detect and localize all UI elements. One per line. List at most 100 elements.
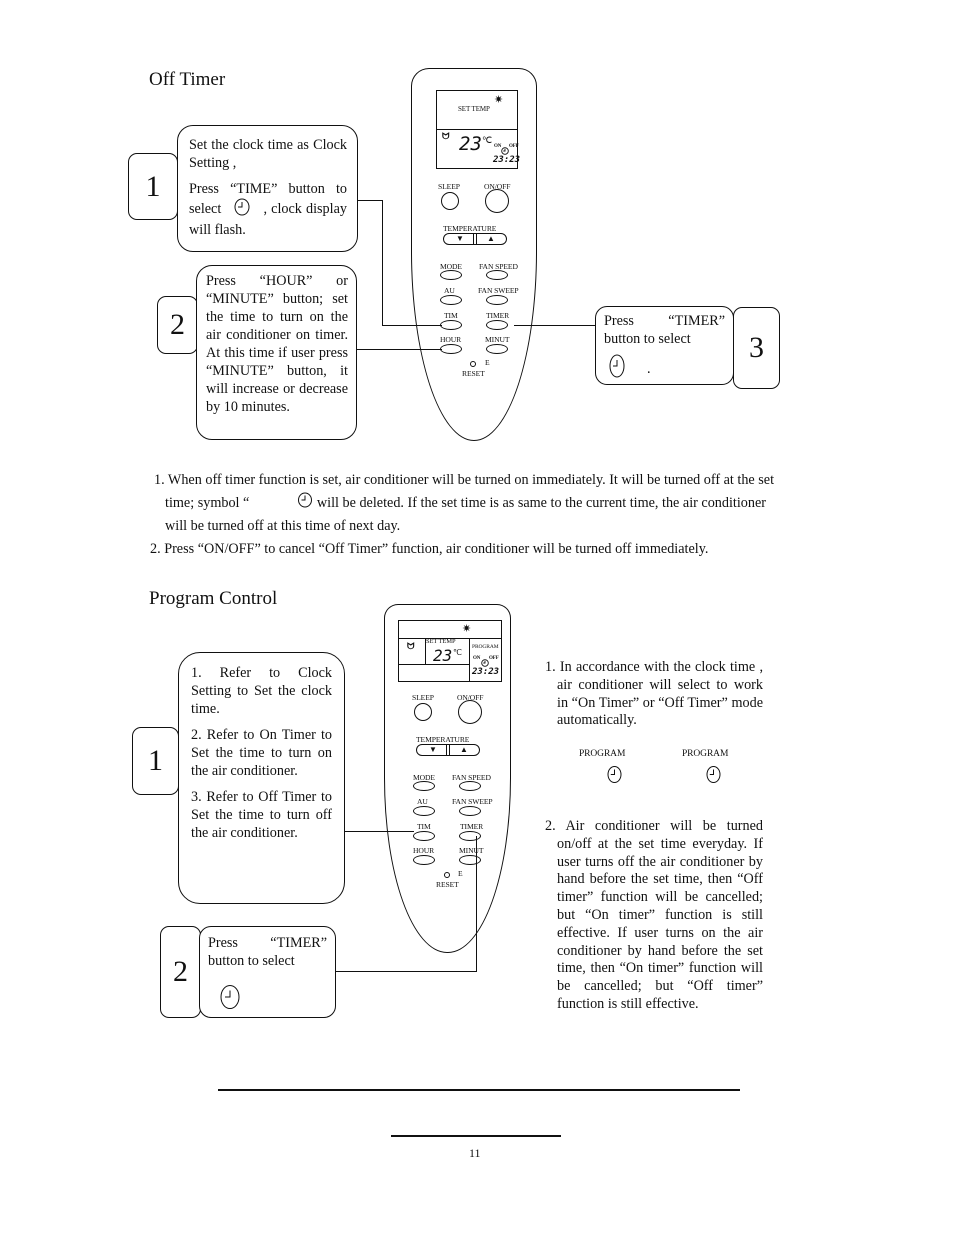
minute-button[interactable] <box>459 855 481 865</box>
off-timer-note-2: 2. Press “ON/OFF” to cancel “Off Timer” … <box>150 541 709 557</box>
lcd-off-label: OFF <box>509 144 519 149</box>
temperature-divider <box>449 745 450 755</box>
connector-line <box>357 200 383 201</box>
hour-button[interactable] <box>440 344 462 354</box>
temperature-label: TEMPERATURE <box>443 224 497 233</box>
mode-label: MODE <box>413 773 435 782</box>
temperature-divider <box>446 745 447 755</box>
step-2-callout: Press “HOUR” or “MINUTE” button; set the… <box>196 265 357 440</box>
program-description-2: 2. Air conditioner will be turned on/off… <box>545 818 763 1014</box>
minute-button[interactable] <box>486 344 508 354</box>
clock-icon <box>501 142 509 160</box>
mode-button[interactable] <box>413 781 435 791</box>
program-step-1-item-2: 2. Refer to On Timer to Set the time to … <box>191 727 332 779</box>
footer-rule-long <box>218 1089 740 1091</box>
fan-icon: ᗢ <box>407 641 415 651</box>
lcd-temperature: 23 <box>433 646 453 665</box>
fan-sweep-label: FAN SWEEP <box>452 797 493 806</box>
minute-e-label: E <box>458 869 463 878</box>
connector-line <box>335 971 477 972</box>
lcd-set-temp-label: SET TEMP <box>426 638 456 645</box>
temperature-down-button[interactable]: ▼ ▲ <box>416 744 480 756</box>
mode-button[interactable] <box>440 270 462 280</box>
onoff-label: ON/OFF <box>484 182 511 191</box>
fan-sweep-button[interactable] <box>486 295 508 305</box>
arrow-up-icon: ▲ <box>487 234 495 243</box>
reset-label: RESET <box>462 369 485 378</box>
tim-label: TIM <box>417 822 431 831</box>
time-button[interactable] <box>440 320 462 330</box>
step-number-1: 1 <box>128 153 178 220</box>
fan-speed-button[interactable] <box>459 781 481 791</box>
program-step-number-1: 1 <box>132 727 179 795</box>
onoff-button[interactable] <box>485 189 509 213</box>
lcd-clock: 23:23 <box>472 667 500 677</box>
fan-sweep-label: FAN SWEEP <box>478 286 519 295</box>
connector-line <box>344 831 414 832</box>
lcd-display-1: ✷ SET TEMP ᗢ 23 ℃ ON OFF 23:23 <box>436 90 520 169</box>
step-number-2: 2 <box>157 296 198 354</box>
minute-label: MINUT <box>485 335 510 344</box>
timer-button[interactable] <box>459 831 481 841</box>
program-step-1-item-3: 3. Refer to Off Timer to Set the time to… <box>191 789 332 841</box>
timer-label: TIMER <box>486 311 510 320</box>
minute-e-label: E <box>485 358 490 367</box>
hour-label: HOUR <box>413 846 435 855</box>
program-step-1-item-1: 1. Refer to Clock Setting to Set the clo… <box>191 665 332 717</box>
program-description-1: 1. In accordance with the clock time , a… <box>545 659 763 730</box>
sleep-button[interactable] <box>414 703 432 721</box>
lcd-display-2: ✷ ᗢ SET TEMP 23 ℃ PROGRAM ON OFF 23:23 <box>398 620 502 682</box>
onoff-button[interactable] <box>458 700 482 724</box>
minute-label: MINUT <box>459 846 484 855</box>
connector-line <box>382 200 383 326</box>
fan-speed-button[interactable] <box>486 270 508 280</box>
off-timer-note-1-line-3: will be turned off at this time of next … <box>165 518 401 534</box>
lcd-on-label: ON <box>473 656 481 661</box>
program-label-2: PROGRAM <box>682 749 729 759</box>
off-timer-note-1-line-1: 1. When off timer function is set, air c… <box>154 472 775 488</box>
sleep-label: SLEEP <box>438 182 460 191</box>
connector-line <box>356 349 442 350</box>
connector-line <box>382 325 442 326</box>
note-1-part-a: time; symbol “ <box>165 495 250 511</box>
program-description-1-text: 1. In accordance with the clock time , a… <box>545 659 763 729</box>
arrow-down-icon: ▼ <box>456 234 464 243</box>
temperature-down-button[interactable]: ▼ ▲ <box>443 233 507 245</box>
step-number-3: 3 <box>733 307 780 389</box>
sun-icon: ✷ <box>494 94 504 106</box>
clock-icon <box>609 354 625 383</box>
clock-icon <box>249 492 313 520</box>
reset-button[interactable] <box>470 361 476 367</box>
section-title-off-timer: Off Timer <box>149 69 226 90</box>
lcd-off-label: OFF <box>489 656 499 661</box>
temperature-divider <box>473 234 474 244</box>
step-3-dot: . <box>647 361 651 377</box>
temperature-label: TEMPERATURE <box>416 735 470 744</box>
lcd-set-temp-label: SET TEMP <box>458 105 490 113</box>
step-1-text-a: Set the clock time as Clock Setting , <box>189 137 347 171</box>
fan-sweep-button[interactable] <box>459 806 481 816</box>
note-1-part-b: will be deleted. If the set time is as s… <box>316 495 767 511</box>
mode-label: MODE <box>440 262 462 271</box>
clock-icon <box>706 765 721 789</box>
step-1-callout: Set the clock time as Clock Setting , Pr… <box>177 125 358 252</box>
lcd-divider <box>399 638 501 639</box>
timer-button[interactable] <box>486 320 508 330</box>
au-label: AU <box>444 286 455 295</box>
step-2-text: Press “HOUR” or “MINUTE” button; set the… <box>206 273 348 415</box>
connector-line <box>476 836 477 972</box>
time-button[interactable] <box>413 831 435 841</box>
reset-button[interactable] <box>444 872 450 878</box>
program-step-2-text: Press “TIMER” button to select <box>208 935 327 969</box>
au-button[interactable] <box>440 295 462 305</box>
sun-icon: ✷ <box>462 623 472 635</box>
hour-button[interactable] <box>413 855 435 865</box>
sleep-button[interactable] <box>441 192 459 210</box>
clock-icon <box>220 984 240 1015</box>
au-button[interactable] <box>413 806 435 816</box>
program-step-number-2: 2 <box>160 926 201 1018</box>
step-1-text-b: Press “TIME” button to select , clock di… <box>189 180 347 239</box>
footer-rule-short <box>391 1135 561 1137</box>
step-3-text: Press “TIMER” button to select <box>604 313 725 347</box>
lcd-on-label: ON <box>494 144 502 149</box>
